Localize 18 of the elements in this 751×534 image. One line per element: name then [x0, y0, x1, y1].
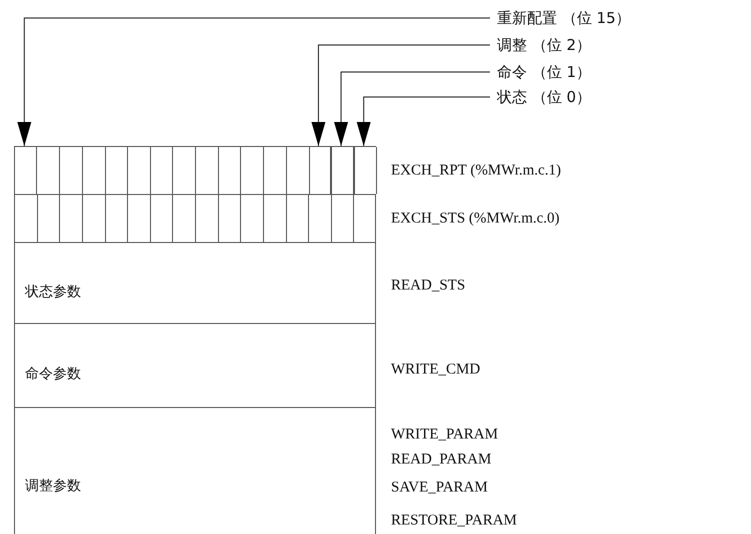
- register-name: READ_STS: [391, 278, 466, 294]
- leader-arrow: [17, 18, 490, 146]
- register-name: WRITE_PARAM: [391, 426, 498, 444]
- register-name: EXCH_RPT (%MWr.m.c.1): [391, 162, 561, 180]
- leader-arrow: [334, 72, 490, 146]
- register-name: RESTORE_PARAM: [391, 512, 517, 530]
- parameter-group-label: 调整参数: [25, 477, 81, 495]
- leader-arrow: [356, 96, 490, 146]
- parameter-group-label: 状态参数: [25, 282, 81, 300]
- register-name: READ_PARAM: [391, 452, 492, 468]
- register-name: WRITE_CMD: [391, 362, 480, 378]
- bit-cell: [354, 147, 376, 194]
- bit-cell: [308, 147, 332, 194]
- leader-arrow: [311, 44, 490, 146]
- register-name: EXCH_STS (%MWr.m.c.0): [391, 210, 560, 228]
- bit-cell: [331, 147, 354, 194]
- parameter-group-label: 命令参数: [25, 365, 81, 383]
- register-name: SAVE_PARAM: [391, 480, 488, 496]
